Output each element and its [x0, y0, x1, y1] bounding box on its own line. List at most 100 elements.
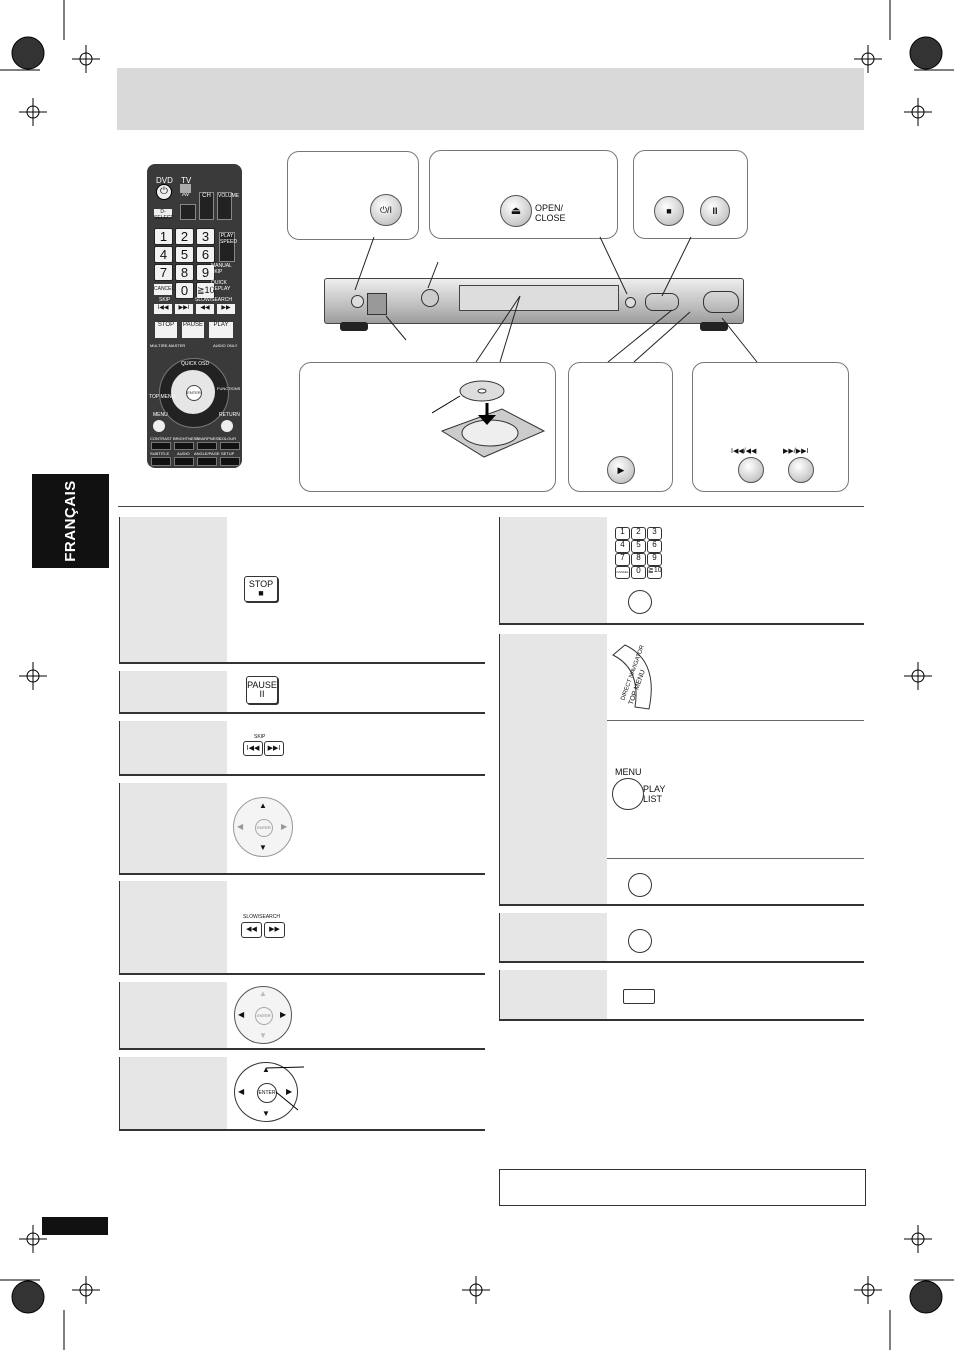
dpad-navigate[interactable]: ENTER ▲ ▼ ◀ ▶: [233, 797, 293, 857]
remote-key-5[interactable]: 5: [175, 246, 194, 263]
keypad-1[interactable]: 1: [615, 527, 630, 540]
skip-forward-button[interactable]: [788, 457, 814, 483]
remote-cancel-button[interactable]: CANCEL: [154, 284, 174, 295]
remote-av-label: AV: [182, 192, 190, 198]
remote-sharpness-button[interactable]: [197, 442, 217, 450]
remote-sharpness-label: SHARPNESS: [196, 436, 221, 441]
remote-angle-page-button[interactable]: [197, 457, 217, 466]
keypad-2[interactable]: 2: [631, 527, 646, 540]
player-skip-group[interactable]: [703, 291, 739, 313]
remote-skip-label: SKIP: [159, 297, 171, 303]
row-label-frame: [120, 982, 227, 1048]
remote-audio-button[interactable]: [174, 457, 194, 466]
row-label-pause: [120, 671, 227, 712]
skip-next-key[interactable]: ▶▶I: [264, 741, 284, 756]
remote-skip-prev-button[interactable]: I◀◀: [154, 304, 172, 314]
remote-play-button[interactable]: PLAY: [209, 322, 233, 338]
remote-brightness-button[interactable]: [174, 442, 194, 450]
keypad-9[interactable]: 9: [647, 553, 662, 566]
keypad-cancel[interactable]: CANCEL: [615, 566, 630, 579]
leader-lines: [354, 236, 758, 363]
remote-key-10plus[interactable]: ≧10: [196, 282, 215, 299]
remote-skip-next-button[interactable]: ▶▶I: [175, 304, 193, 314]
remote-ch-button[interactable]: CH: [199, 192, 214, 220]
remote-key-9[interactable]: 9: [196, 264, 215, 281]
number-confirm-button[interactable]: [628, 590, 652, 614]
player-power-button[interactable]: [351, 295, 364, 308]
remote-subtitle-button[interactable]: [151, 457, 171, 466]
remote-key-4[interactable]: 4: [154, 246, 173, 263]
player-stop-pause-group[interactable]: [645, 293, 679, 311]
skip-prev-key[interactable]: I◀◀: [243, 741, 263, 756]
player-open-close-button[interactable]: [625, 297, 636, 308]
language-tab: FRANÇAIS: [32, 474, 109, 568]
play-button[interactable]: ▶: [607, 456, 635, 484]
remote-enter-button[interactable]: ENTER: [186, 385, 202, 401]
row-label-skip: [120, 721, 227, 774]
stop-button[interactable]: ■: [654, 196, 684, 226]
arrow-left-icon: ◀: [238, 1010, 245, 1019]
return-button[interactable]: [628, 873, 652, 897]
arrow-up-icon: ▲: [259, 989, 267, 998]
keypad-4[interactable]: 4: [615, 540, 630, 553]
remote-key-2[interactable]: 2: [175, 228, 194, 245]
power-button[interactable]: ⏻/I: [370, 194, 402, 226]
remote-stop-button[interactable]: STOP: [155, 322, 177, 338]
row-label-menu: [500, 634, 607, 904]
remote-volume-button[interactable]: VOLUME: [217, 192, 239, 220]
keypad-7[interactable]: 7: [615, 553, 630, 566]
row-label-number: [500, 517, 607, 623]
dpad-frame[interactable]: ENTER ▲ ▼ ◀ ▶: [234, 986, 292, 1044]
arrow-right-icon: ▶: [280, 1010, 287, 1019]
remote-key-7[interactable]: 7: [154, 264, 173, 281]
menu-play-list-button[interactable]: [612, 778, 644, 810]
callout-open-close: ⏏ OPEN/ CLOSE: [429, 150, 618, 239]
dpad-select[interactable]: ENTER ▲ ▼ ◀ ▶: [234, 1062, 298, 1122]
setup-button[interactable]: [623, 989, 655, 1004]
remote-menu-button[interactable]: [153, 420, 165, 432]
pause-button[interactable]: II: [700, 196, 730, 226]
remote-setup-button[interactable]: [220, 457, 240, 466]
open-close-button[interactable]: ⏏: [500, 195, 532, 227]
remote-colour-button[interactable]: [220, 442, 240, 450]
remote-key-3[interactable]: 3: [196, 228, 215, 245]
dpad-enter-button[interactable]: ENTER: [255, 819, 273, 837]
section-divider: [118, 506, 864, 507]
remote-rewind-button[interactable]: ◀◀: [196, 304, 214, 314]
player-sensor: [421, 289, 439, 307]
row-label-navigate: [120, 783, 227, 873]
arrow-left-icon: ◀: [237, 822, 244, 831]
quick-osd-button[interactable]: [628, 929, 652, 953]
keypad-6[interactable]: 6: [647, 540, 662, 553]
rewind-key[interactable]: ◀◀: [241, 922, 262, 938]
remote-contrast-button[interactable]: [151, 442, 171, 450]
remote-d-select-button[interactable]: D-SELECT: [154, 209, 174, 221]
dpad-frame-enter[interactable]: ENTER: [255, 1007, 273, 1025]
remote-key-8[interactable]: 8: [175, 264, 194, 281]
disc-tray: [459, 285, 619, 311]
fastforward-key[interactable]: ▶▶: [264, 922, 285, 938]
remote-play-speed-button[interactable]: PLAY SPEED: [219, 232, 237, 262]
keypad-10plus[interactable]: ≧10: [647, 566, 662, 579]
remote-key-0[interactable]: 0: [175, 282, 194, 299]
row-label-select: [120, 1057, 227, 1129]
stop-key[interactable]: STOP ■: [244, 576, 278, 602]
keypad-8[interactable]: 8: [631, 553, 646, 566]
keypad-3[interactable]: 3: [647, 527, 662, 540]
skip-back-button[interactable]: [738, 457, 764, 483]
top-menu-button[interactable]: [607, 643, 663, 711]
remote-power-button[interactable]: ⏻: [156, 184, 172, 200]
player-foot-right: [700, 322, 728, 331]
pause-key[interactable]: PAUSE II: [246, 676, 278, 704]
remote-av-button[interactable]: [180, 204, 196, 220]
remote-pause-button[interactable]: PAUSE: [182, 322, 204, 338]
keypad-5[interactable]: 5: [631, 540, 646, 553]
remote-fastforward-button[interactable]: ▶▶: [217, 304, 235, 314]
keypad-0[interactable]: 0: [631, 566, 646, 579]
remote-tv-power-button[interactable]: [180, 184, 191, 193]
remote-key-6[interactable]: 6: [196, 246, 215, 263]
player-flap: [367, 293, 387, 315]
remote-return-button[interactable]: [221, 420, 233, 432]
remote-key-1[interactable]: 1: [154, 228, 173, 245]
